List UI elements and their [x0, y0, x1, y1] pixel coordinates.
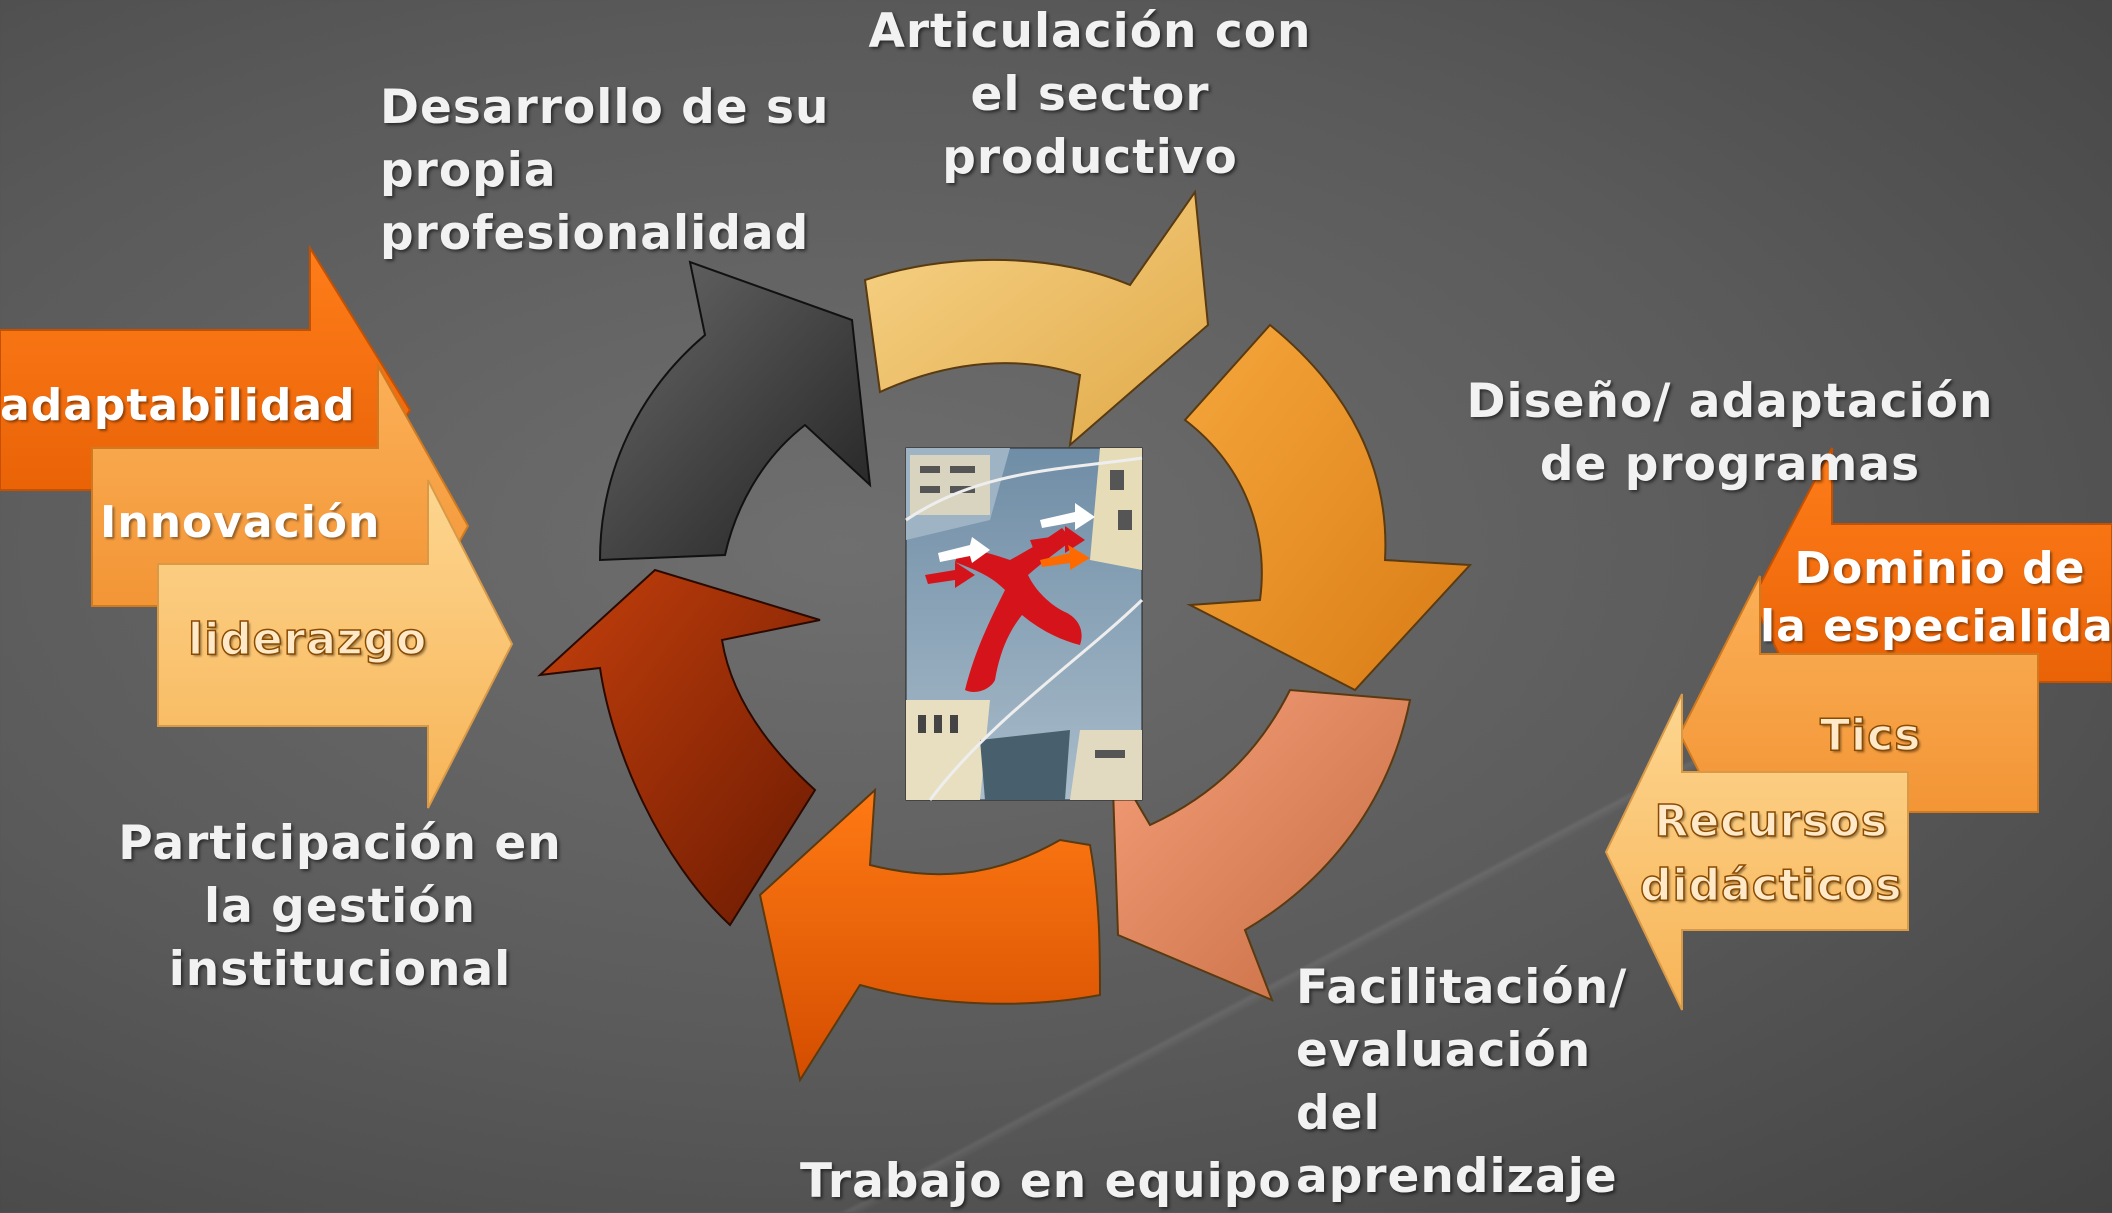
label-facilitacion: Facilitación/ evaluación del aprendizaje	[1296, 956, 1627, 1208]
left-item-adaptabilidad: adaptabilidad	[0, 380, 356, 431]
right-item-dominio-line2: la especialidad	[1760, 601, 2112, 652]
label-diseno: Diseño/ adaptación de programas	[1460, 370, 2000, 496]
cycle-arrow-bottom-right	[1111, 688, 1412, 1002]
label-participacion-line3: institucional	[168, 942, 512, 997]
label-participacion-line2: la gestión	[203, 879, 476, 934]
label-facilitacion-line4: aprendizaje	[1296, 1149, 1618, 1204]
label-facilitacion-line1: Facilitación/	[1296, 960, 1628, 1015]
label-articulacion-line2: el sector productivo	[942, 67, 1238, 185]
cycle-arrow-top-left	[598, 260, 872, 562]
right-item-dominio: Dominio de la especialidad	[1760, 540, 2112, 656]
right-item-recursos: Recursos didácticos	[1639, 790, 1903, 918]
label-facilitacion-line3: del	[1296, 1086, 1381, 1141]
label-participacion-line1: Participación en	[118, 816, 562, 871]
label-trabajo: Trabajo en equipo	[800, 1154, 1292, 1209]
right-item-dominio-line1: Dominio de	[1794, 543, 2086, 594]
label-participacion: Participación en la gestión instituciona…	[100, 812, 580, 1001]
cycle-arrow-top	[863, 189, 1210, 448]
label-articulacion-line1: Articulación con	[868, 4, 1312, 59]
label-desarrollo-line3: profesionalidad	[380, 206, 810, 261]
cycle-arrow-right	[1183, 323, 1473, 692]
label-desarrollo-line1: Desarrollo de su	[380, 80, 830, 135]
label-desarrollo: Desarrollo de su propia profesionalidad	[380, 76, 829, 265]
left-item-liderazgo: liderazgo	[187, 613, 428, 666]
right-arrow-3	[1604, 693, 1909, 1011]
cycle-arrow-bottom	[758, 787, 1102, 1083]
left-item-innovacion: Innovación	[100, 497, 381, 548]
right-item-recursos-line1: Recursos	[1654, 795, 1888, 848]
right-item-tics: Tics	[1819, 709, 1922, 762]
left-arrow-3	[157, 479, 514, 809]
label-facilitacion-line2: evaluación	[1296, 1023, 1592, 1078]
label-desarrollo-line2: propia	[380, 143, 557, 198]
right-item-recursos-line2: didácticos	[1639, 859, 1903, 912]
label-diseno-line2: de programas	[1539, 437, 1921, 492]
label-articulacion: Articulación con el sector productivo	[820, 0, 1360, 189]
label-diseno-line1: Diseño/ adaptación	[1466, 374, 1994, 429]
cycle-arrow-left	[537, 568, 821, 927]
